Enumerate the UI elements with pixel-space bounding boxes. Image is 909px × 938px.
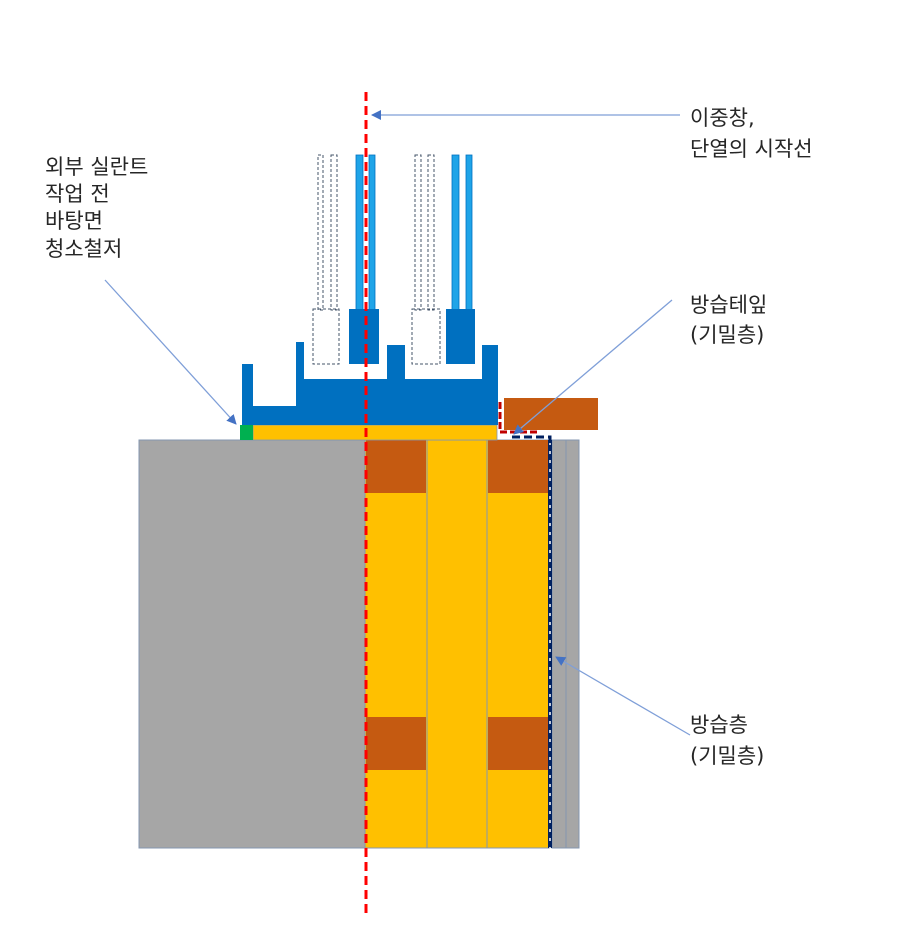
wood-block [366,440,426,493]
wood-block [488,717,548,770]
dashed-glass [330,154,338,311]
vapor-barrier-top [512,435,552,445]
dashed-glass [414,154,422,311]
glass-pane [465,154,473,311]
insulation-column-1 [364,439,428,849]
sealant [240,425,253,440]
insulation-column-2 [426,439,488,849]
wood-block [366,717,426,770]
dashed-glass [427,154,435,311]
label-sealant-4: 청소철저 [45,237,122,261]
sash [446,309,475,364]
glass-pane [451,154,460,311]
gypsum-board [551,439,567,849]
glass-pane [368,154,376,311]
label-double-window-1: 이중창, [690,106,755,130]
label-double-window-2: 단열의 시작선 [690,137,813,161]
dashed-glass [317,154,324,311]
label-layer-1: 방습층 [690,713,748,737]
sill-insulation [252,424,498,441]
label-tape-2: (기밀층) [690,323,764,347]
glass-pane [355,154,364,311]
dashed-sash [312,308,340,365]
insulation-column-3 [486,439,550,849]
wood-block [488,440,548,493]
label-sealant-3: 바탕면 [45,209,103,233]
arrow-tape [513,299,673,435]
label-tape-1: 방습테잎 [690,293,767,317]
window-frame [242,342,498,425]
arrow-layer [555,656,691,736]
sash [349,309,379,364]
wall-gray [138,439,366,849]
airtight-tape [498,402,540,434]
arrow-sealant [104,279,237,425]
label-sealant-1: 외부 실란트 [45,155,148,179]
dashed-sash [411,308,441,365]
label-sealant-2: 작업 전 [45,182,110,206]
label-layer-2: (기밀층) [690,744,764,768]
gypsum-board [565,439,580,849]
